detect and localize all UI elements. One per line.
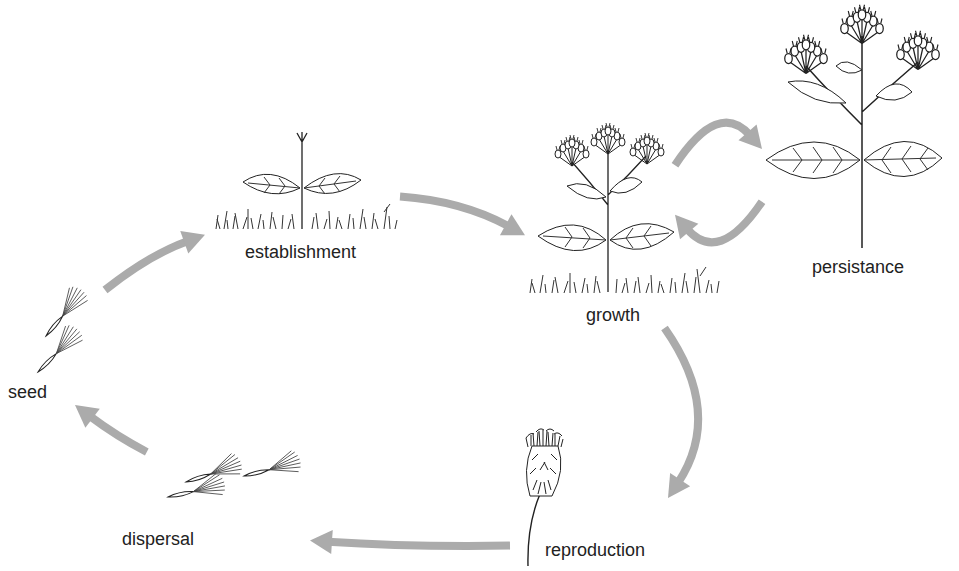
arrow-head: [500, 214, 525, 235]
stage-label: reproduction: [545, 539, 645, 561]
cycle-arrow: [310, 530, 510, 554]
life-stage: establishment: [205, 128, 400, 265]
cycle-arrow: [105, 231, 205, 290]
cycle-arrow: [400, 197, 525, 236]
arrow-shaft: [89, 416, 146, 452]
arrow-head: [668, 473, 690, 498]
life-stage: reproduction: [510, 430, 668, 566]
mature-plant-figure: [766, 5, 942, 248]
dispersing-seeds-figure: [165, 449, 302, 505]
seed-figure: [29, 283, 90, 378]
arrow-head: [180, 231, 205, 254]
arrow-shaft: [675, 123, 750, 166]
arrow-shaft: [105, 241, 188, 290]
seedling-figure: [216, 132, 397, 229]
cycle-arrow: [75, 405, 147, 452]
arrow-shaft: [687, 202, 762, 243]
stage-label: establishment: [245, 241, 356, 263]
cycle-arrow: [675, 123, 762, 166]
arrow-head: [675, 215, 698, 240]
life-stage: dispersal: [118, 452, 310, 555]
arrow-shaft: [400, 197, 509, 227]
arrow-shaft: [665, 328, 699, 483]
stage-label: growth: [586, 304, 640, 326]
arrow-head: [75, 405, 100, 428]
cycle-arrow: [675, 202, 762, 243]
arrow-shaft: [328, 542, 510, 546]
stage-label: dispersal: [122, 528, 194, 550]
stage-label: seed: [8, 381, 47, 403]
cycle-arrow: [665, 328, 699, 498]
arrow-head: [738, 125, 762, 149]
arrow-head: [310, 530, 333, 554]
life-stage: growth: [525, 122, 675, 328]
stage-label: persistance: [812, 256, 904, 278]
life-stage: seed: [5, 290, 105, 405]
life-stage: persistance: [762, 5, 945, 282]
